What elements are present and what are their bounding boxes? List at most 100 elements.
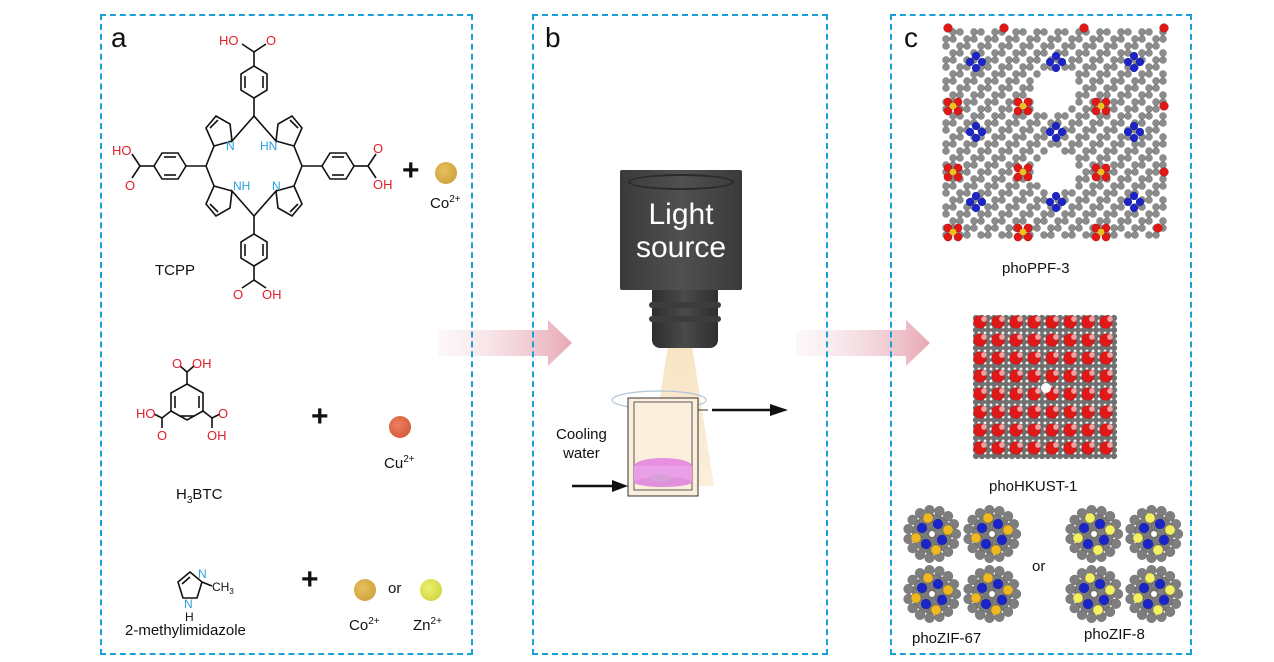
carbon-atom [1056,434,1064,442]
carbon-atom [1086,612,1097,624]
carbon-atom [1026,147,1034,155]
carbon-atom [1117,77,1125,85]
carbon-atom [1110,344,1118,352]
carbon-atom [1159,140,1167,148]
light-source-lamp: Light source [620,170,742,290]
carbon-atom [1012,196,1020,204]
hydrogen-atom [1034,333,1042,341]
carbon-atom [1124,210,1132,218]
carbon-atom [1089,84,1097,92]
hydrogen-atom [980,405,988,413]
carbon-atom [1012,217,1020,225]
carbon-atom [994,565,1005,577]
carbon-atom [1164,606,1176,618]
carbon-atom [942,63,950,71]
carbon-atom [1125,583,1136,595]
hydrogen-atom [1088,387,1096,395]
metal-atom [910,532,922,544]
carbon-atom [1117,196,1125,204]
carbon-atom [1068,203,1076,211]
phozif67-structure [903,504,1022,624]
carbon-atom [1040,28,1048,36]
carbon-atom [984,140,992,148]
carbon-atom [1056,416,1064,424]
carbon-atom [1040,217,1048,225]
carbon-atom [1138,77,1146,85]
hydrogen-atom [1034,369,1042,377]
metal-atom [1002,524,1014,536]
metal-atom [922,512,934,524]
hydrogen-atom [998,405,1006,413]
carbon-atom [1124,70,1132,78]
nitrogen-atom [920,538,932,550]
oxygen-atom [999,23,1009,33]
carbon-atom [1110,398,1118,406]
carbon-atom [1103,133,1111,141]
carbon-atom [1005,140,1013,148]
carbon-atom [1145,42,1153,50]
carbon-atom [1110,84,1118,92]
carbon-atom [1033,133,1041,141]
carbon-atom [1124,105,1132,113]
carbon-atom [998,196,1006,204]
metal-atom [1164,524,1176,536]
carbon-atom [1012,119,1020,127]
carbon-atom [1117,224,1125,232]
hydrogen-atom [1088,405,1096,413]
carbon-atom [1019,112,1027,120]
nitrogen-atom [1045,57,1055,67]
nitrogen-atom [1135,57,1145,67]
carbon-atom [956,70,964,78]
carbon-atom [1075,217,1083,225]
carbon-atom [1012,56,1020,64]
carbon-atom [1145,105,1153,113]
carbon-atom [1117,49,1125,57]
carbon-atom [1076,549,1088,561]
carbon-atom [1117,56,1125,64]
metal-atom [1084,512,1096,524]
carbon-atom [1019,196,1027,204]
carbon-atom [998,63,1006,71]
phozif67-label: phoZIF-67 [912,630,982,647]
nitrogen-atom [1154,518,1166,530]
carbon-atom [963,161,971,169]
carbon-atom [942,570,954,582]
carbon-atom [977,42,985,50]
carbon-atom [942,126,950,134]
carbon-atom [1005,203,1013,211]
hydrogen-atom [980,423,988,431]
nitrogen-atom [1078,582,1090,594]
nitrogen-atom [1051,133,1061,143]
hydrogen-atom [1052,405,1060,413]
atom-label: O [172,356,182,371]
carbon-atom [1082,217,1090,225]
panel-letter-b: b [545,22,561,53]
nitrogen-atom [1138,522,1150,534]
carbon-atom [1040,49,1048,57]
nitrogen-atom [1051,191,1061,201]
hydrogen-atom [1070,315,1078,323]
carbon-atom [1012,77,1020,85]
carbon-atom [963,140,971,148]
carbon-atom [1146,552,1157,564]
hydrogen-atom [998,369,1006,377]
carbon-atom [1068,140,1076,148]
carbon-atom [1129,602,1140,614]
metal-atom [982,572,994,584]
carbon-atom [1005,42,1013,50]
carbon-atom [1110,434,1118,442]
carbon-atom [1138,224,1146,232]
carbon-atom [1002,510,1014,522]
hydrogen-atom [1052,369,1060,377]
carbon-atom [1068,42,1076,50]
carbon-atom [1082,84,1090,92]
atom-label: H [185,610,194,624]
hydrogen-atom [1016,405,1024,413]
hydrogen-atom [980,315,988,323]
carbon-atom [956,126,964,134]
carbon-atom [991,182,999,190]
phohkust1-label: phoHKUST-1 [989,478,1078,495]
carbon-atom [1026,77,1034,85]
carbon-atom [1103,210,1111,218]
carbon-atom [1138,70,1146,78]
